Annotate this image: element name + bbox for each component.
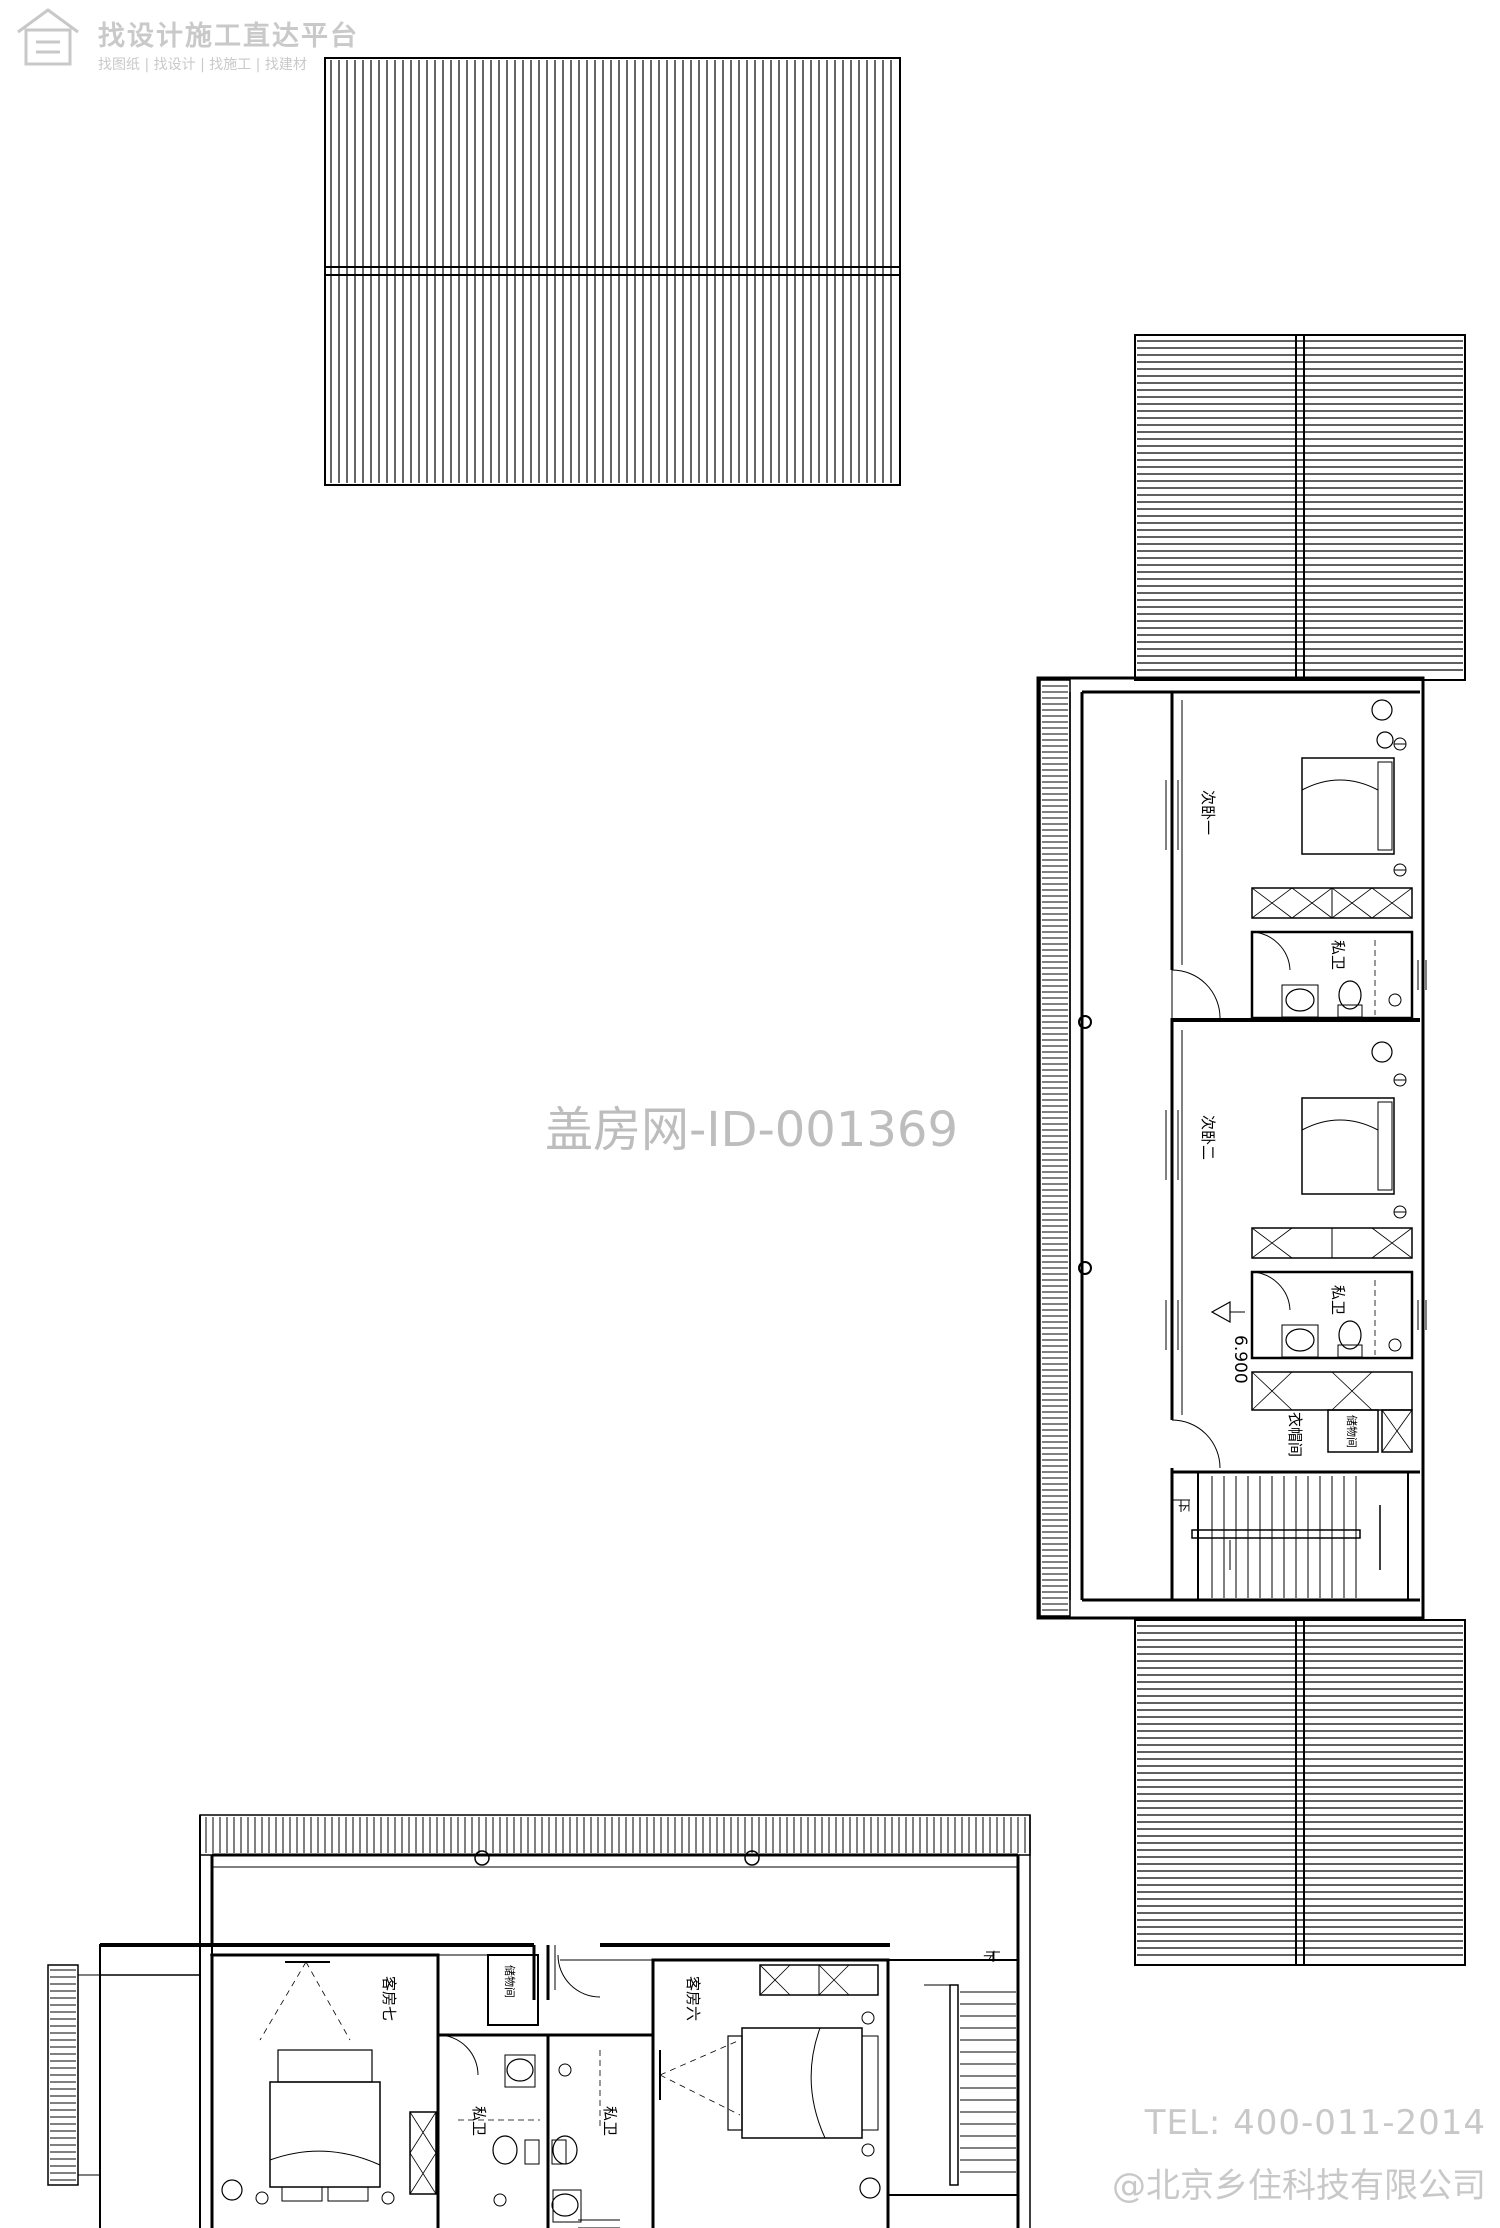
- room-label-guest7: 客房七: [380, 1976, 398, 2021]
- house-logo-icon: [17, 8, 79, 66]
- roof-plan-right-lower: [1134, 1619, 1466, 1966]
- roof-plan-top: [324, 57, 901, 486]
- stair-down-label-lower: 下: [982, 1950, 996, 1962]
- right-floor-plan: [1036, 676, 1427, 1620]
- brand-title: 找设计施工直达平台: [98, 21, 359, 52]
- footer-tel: TEL: 400-011-2014: [1144, 2103, 1486, 2143]
- bottom-floor-plan: [47, 1814, 1031, 2228]
- room-label-bath-guest7: 私卫: [470, 2106, 488, 2136]
- footer-company: @北京乡住科技有限公司: [1112, 2166, 1486, 2206]
- brand-header: 找设计施工直达平台 找图纸 | 找设计 | 找施工 | 找建材: [12, 6, 432, 76]
- brand-tagline: 找图纸 | 找设计 | 找施工 | 找建材: [98, 57, 307, 73]
- elevation-label: 6.900: [1230, 1335, 1250, 1384]
- room-label-guest6: 客房六: [684, 1976, 702, 2021]
- room-label-storage-lower: 储物间: [503, 1965, 517, 1998]
- room-label-bath2: 私卫: [1329, 1285, 1347, 1315]
- roof-plan-right-upper: [1134, 334, 1466, 681]
- room-label-storage-upper: 储物间: [1345, 1415, 1359, 1448]
- room-label-bedroom2: 次卧二: [1199, 1115, 1217, 1160]
- stair-down-label-upper: 下: [1177, 1500, 1191, 1512]
- room-label-bedroom1: 次卧一: [1199, 790, 1217, 835]
- room-label-bath-guest6: 私卫: [601, 2106, 619, 2136]
- watermark-id: 盖房网-ID-001369: [545, 1102, 958, 1158]
- room-label-cloakroom: 衣帽间: [1286, 1412, 1304, 1457]
- room-label-bath1: 私卫: [1329, 940, 1347, 970]
